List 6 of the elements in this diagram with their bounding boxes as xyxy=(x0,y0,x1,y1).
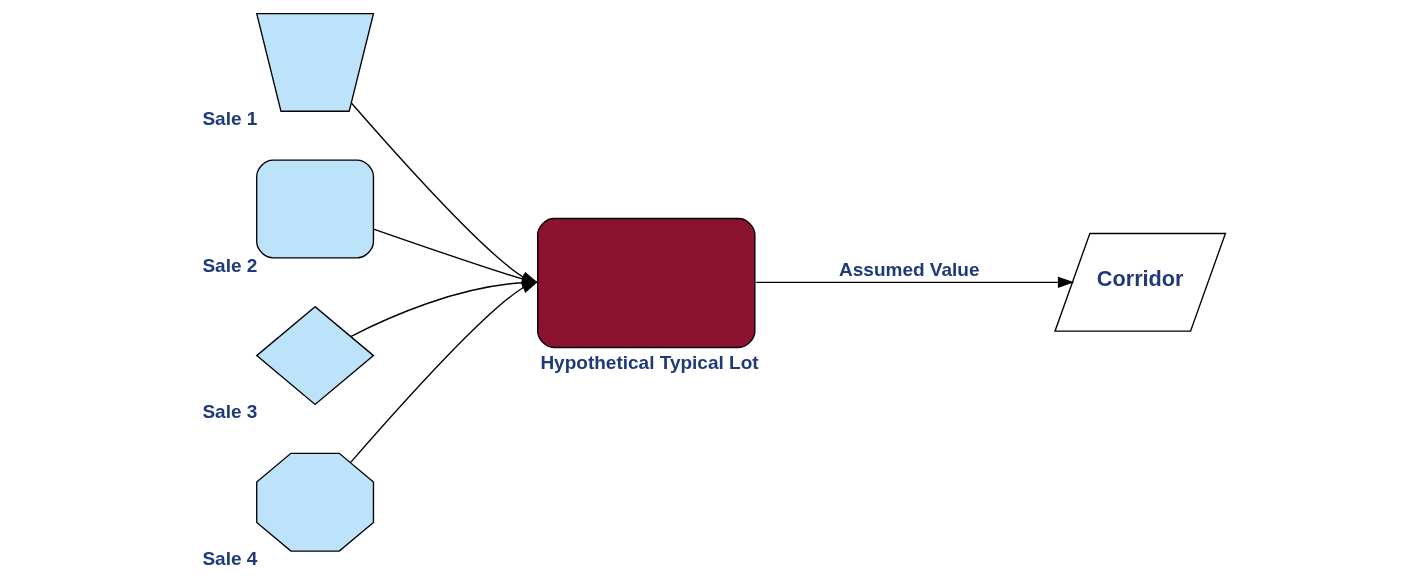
node-label: Hypothetical Typical Lot xyxy=(539,352,759,374)
node-label: Sale 4 xyxy=(201,547,257,569)
node-label: Sale 1 xyxy=(201,108,257,130)
node-label: Sale 2 xyxy=(201,254,257,276)
node-label: Sale 3 xyxy=(201,401,257,423)
edge-label: Assumed Value xyxy=(838,258,979,280)
